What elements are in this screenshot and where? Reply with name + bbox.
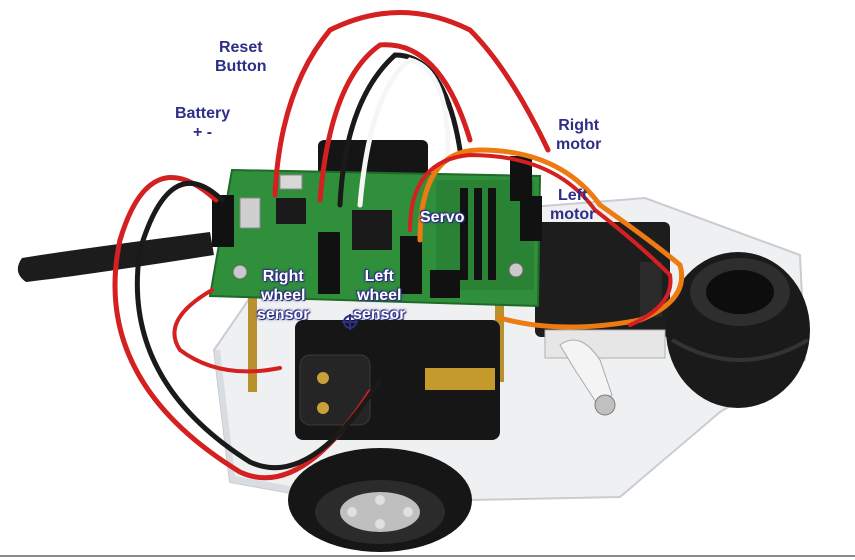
wires bbox=[112, 10, 685, 481]
battery-connector bbox=[212, 195, 234, 247]
standoff-left bbox=[248, 292, 257, 392]
battery-label: Battery+ - bbox=[175, 105, 231, 141]
servo-body bbox=[535, 222, 670, 337]
bottom-rule bbox=[0, 555, 855, 557]
sensor-connectors bbox=[318, 232, 460, 298]
driver-chip bbox=[276, 198, 306, 224]
header-pins bbox=[460, 188, 496, 280]
power-switch bbox=[239, 197, 261, 229]
mount-screw bbox=[232, 264, 248, 280]
metal-bracket bbox=[425, 368, 495, 390]
reset-switch bbox=[279, 174, 303, 190]
servo-label: Servo bbox=[420, 209, 465, 226]
crosshair-mark bbox=[342, 314, 358, 330]
servo-screw bbox=[594, 394, 616, 416]
microcontroller-chip bbox=[352, 210, 392, 250]
motor-connector bbox=[510, 156, 532, 201]
